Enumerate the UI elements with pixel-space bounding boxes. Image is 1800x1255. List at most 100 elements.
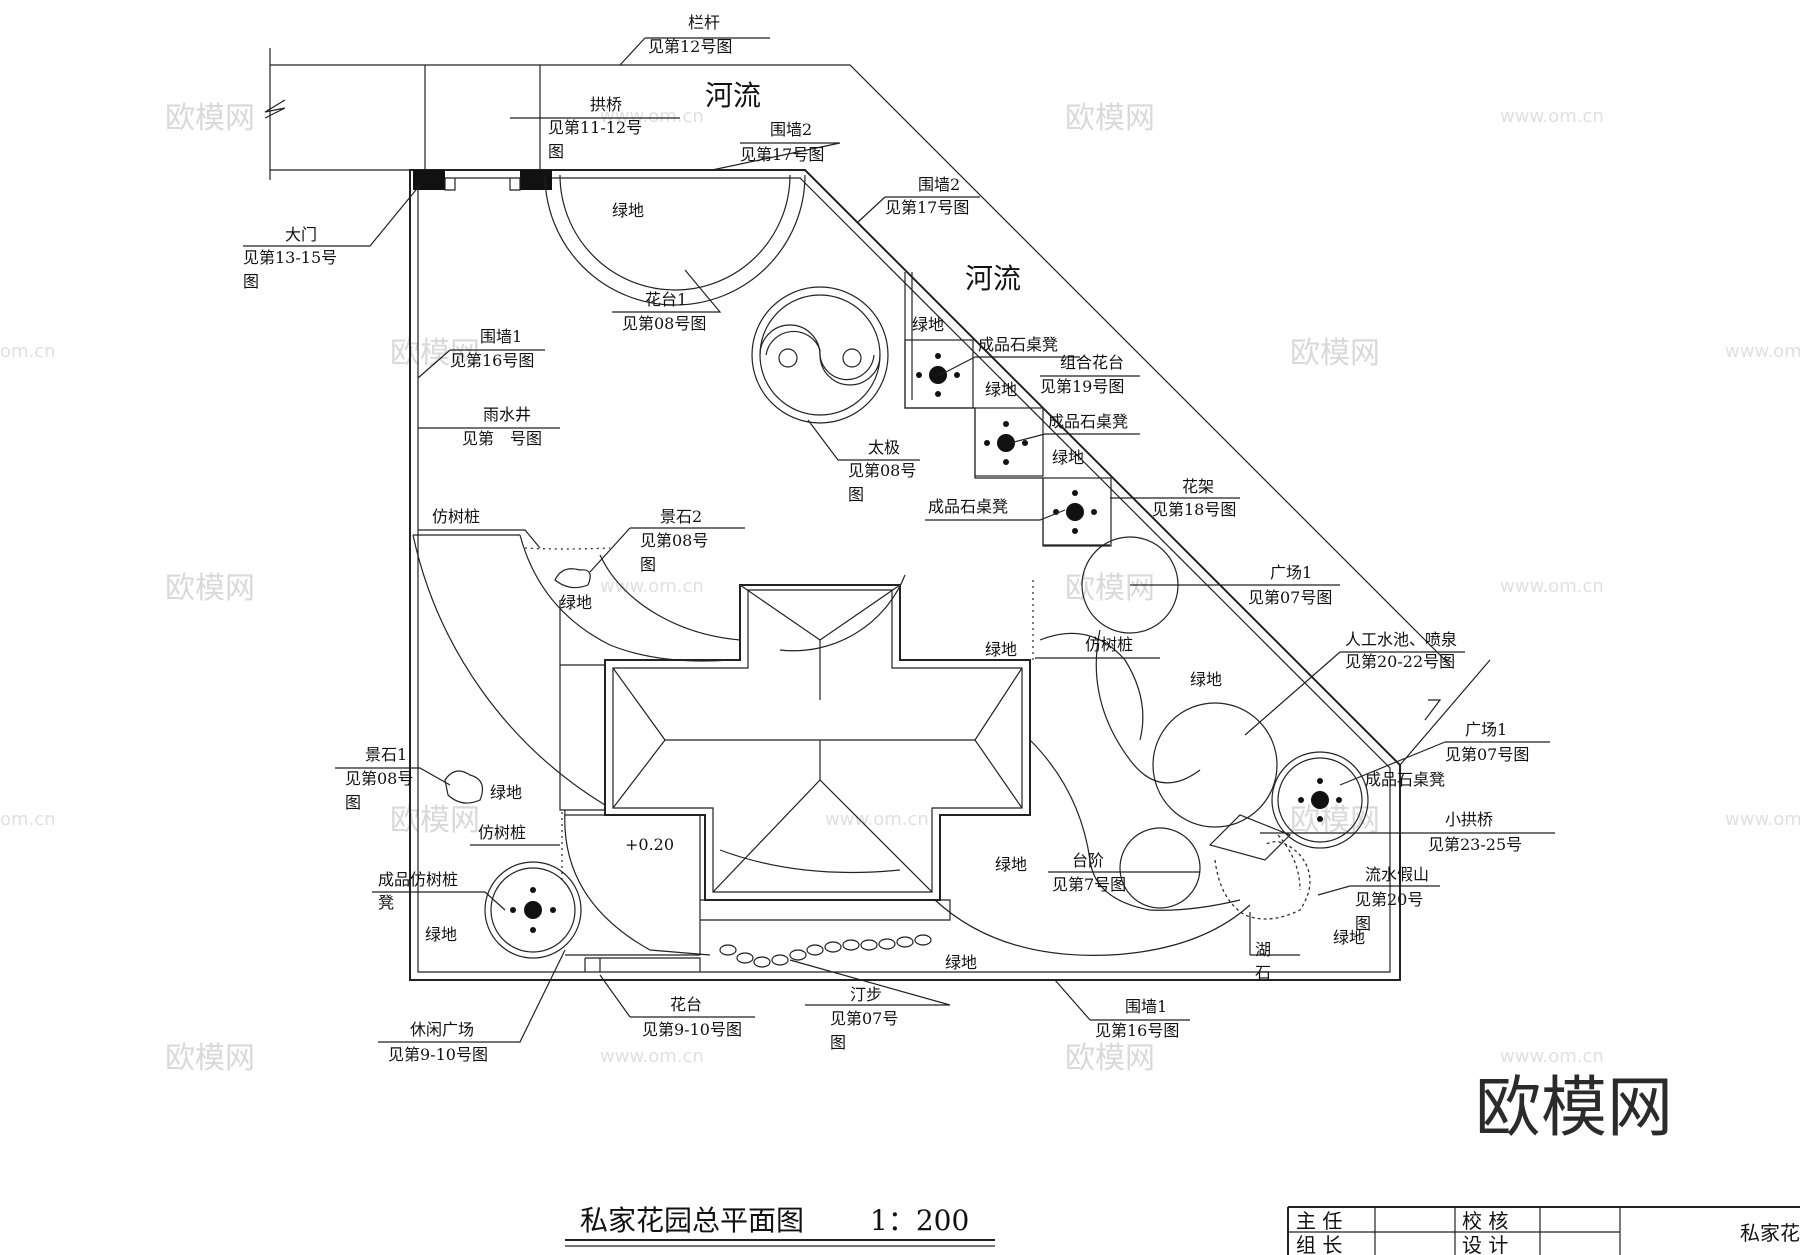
rock-2-label: 景石2 bbox=[660, 507, 702, 526]
stone-table-set bbox=[916, 353, 960, 397]
stone-bench-label: 成品石桌凳 bbox=[1048, 412, 1128, 431]
green-label: 绿地 bbox=[560, 593, 592, 612]
green-label: 绿地 bbox=[985, 640, 1017, 659]
drawing-scale: 1：200 bbox=[870, 1204, 969, 1237]
title-block: 主 任 校 核 组 长 设 计 私家花 bbox=[1287, 1206, 1800, 1255]
rain-well-ref: 见第 号图 bbox=[462, 429, 542, 448]
small-bridge-label: 小拱桥 bbox=[1445, 810, 1493, 829]
stone-bench-label: 成品石桌凳 bbox=[1365, 770, 1445, 789]
taiji-ref: 图 bbox=[848, 485, 864, 504]
arch-bridge-ref: 图 bbox=[548, 142, 564, 161]
trellis-label: 花架 bbox=[1182, 477, 1214, 496]
combo-bed-label: 组合花台 bbox=[1060, 353, 1124, 372]
rockery bbox=[1214, 834, 1311, 920]
flower-bed-ref: 见第9-10号图 bbox=[642, 1020, 742, 1039]
rockery-label: 流水假山 bbox=[1365, 865, 1429, 884]
green-label: 绿地 bbox=[912, 315, 944, 334]
watermark: 欧模网 bbox=[1065, 1041, 1155, 1076]
watermark: 欧模网 bbox=[1290, 803, 1380, 838]
drawing-title: 私家花园总平面图 1：200 bbox=[565, 1204, 995, 1247]
wall-2-label: 围墙2 bbox=[918, 175, 960, 194]
watermark-url: www.om.cn bbox=[1500, 1046, 1604, 1067]
fake-stump-label: 仿树桩 bbox=[1085, 635, 1133, 654]
rock-2-ref: 图 bbox=[640, 555, 656, 574]
wall-2-label: 围墙2 bbox=[770, 120, 812, 139]
watermark-layer: 欧模网 欧模网 欧模网 欧模网 欧模网 欧模网 欧模网 欧模网 欧模网 欧模网 … bbox=[0, 101, 1800, 1076]
rock-1-ref: 见第08号 bbox=[345, 769, 413, 788]
plaza-1-ref: 见第07号图 bbox=[1445, 745, 1529, 764]
stepping-ref: 见第07号 bbox=[830, 1009, 898, 1028]
title-block-review: 校 核 bbox=[1462, 1209, 1508, 1233]
river-label: 河流 bbox=[705, 79, 761, 112]
green-label: 绿地 bbox=[995, 855, 1027, 874]
stump-bench-label: 成品仿树桩 bbox=[378, 870, 458, 889]
stump-bench-circle bbox=[484, 861, 582, 959]
watermark-url: www.om.cn bbox=[600, 106, 704, 127]
rockery-ref: 见第20号 bbox=[1355, 890, 1423, 909]
stump-bench-label: 凳 bbox=[378, 893, 394, 912]
wall-1-label: 围墙1 bbox=[1125, 997, 1167, 1016]
stone-table-set bbox=[984, 421, 1028, 465]
river-label: 河流 bbox=[965, 262, 1021, 295]
stone-bench-terraces bbox=[904, 272, 1112, 547]
watermark: 欧模网 bbox=[165, 1041, 255, 1076]
pond-fountain bbox=[1119, 702, 1369, 909]
wall-1-label: 围墙1 bbox=[480, 327, 522, 346]
drawing-title-text: 私家花园总平面图 bbox=[580, 1204, 804, 1237]
watermark-url: www.om.cn bbox=[600, 1046, 704, 1067]
watermark: 欧模网 bbox=[390, 803, 480, 838]
flower-bed-strip bbox=[584, 957, 701, 972]
gate-label: 大门 bbox=[285, 225, 317, 244]
stone-bench-label: 成品石桌凳 bbox=[928, 497, 1008, 516]
taiji-label: 太极 bbox=[868, 438, 900, 457]
fake-stump-label: 仿树桩 bbox=[478, 823, 526, 842]
arch-bridge-ref: 见第11-12号 bbox=[548, 118, 642, 137]
curved-lawns bbox=[412, 534, 1251, 956]
watermark: 欧模网 bbox=[165, 571, 255, 606]
rock-2-ref: 见第08号 bbox=[640, 531, 708, 550]
green-label: 绿地 bbox=[1052, 448, 1084, 467]
terrace bbox=[565, 814, 951, 956]
arch-bridge-label: 拱桥 bbox=[590, 95, 622, 114]
green-label: 绿地 bbox=[985, 380, 1017, 399]
flower-bed-1-ref: 见第08号图 bbox=[622, 314, 706, 333]
watermark-url: om.cn bbox=[0, 341, 56, 362]
pond-ref: 见第20-22号图 bbox=[1345, 652, 1455, 671]
taiji-symbol bbox=[751, 286, 889, 424]
flower-bed-label: 花台 bbox=[670, 995, 702, 1014]
small-bridge-ref: 见第23-25号 bbox=[1428, 835, 1522, 854]
watermark-url: om.cn bbox=[0, 809, 56, 830]
fake-stump-label: 仿树桩 bbox=[432, 507, 480, 526]
stepping-label: 汀步 bbox=[850, 985, 882, 1004]
title-block-leader: 组 长 bbox=[1296, 1233, 1342, 1255]
green-label: 绿地 bbox=[490, 783, 522, 802]
fake-stump-rows bbox=[524, 547, 1034, 880]
site-boundary bbox=[264, 48, 1491, 981]
leisure-plaza-ref: 见第9-10号图 bbox=[388, 1045, 488, 1064]
watermark-url: www.om.cn bbox=[1725, 341, 1800, 362]
labels: 河流 河流 栏杆 见第12号图 拱桥 见第11-12号 图 围墙2 见第17号图… bbox=[243, 13, 1555, 1064]
title-block-project: 私家花 bbox=[1740, 1221, 1800, 1245]
watermark: 欧模网 bbox=[165, 101, 255, 136]
rockery-ref: 图 bbox=[1355, 914, 1371, 933]
wall-1-ref: 见第16号图 bbox=[1095, 1021, 1179, 1040]
green-label: 绿地 bbox=[612, 201, 644, 220]
watermark-url: www.om.cn bbox=[1500, 576, 1604, 597]
rock-1-ref: 图 bbox=[345, 793, 361, 812]
lake-stone-label: 湖 bbox=[1255, 940, 1271, 959]
rock-1-icon bbox=[444, 770, 483, 804]
combo-bed-ref: 见第19号图 bbox=[1040, 377, 1124, 396]
title-block-design: 设 计 bbox=[1462, 1233, 1508, 1255]
stepping-stones bbox=[719, 934, 932, 968]
title-block-director: 主 任 bbox=[1296, 1209, 1342, 1233]
watermark: 欧模网 bbox=[390, 336, 480, 371]
gate-ref: 见第13-15号 bbox=[243, 248, 337, 267]
gate-post bbox=[520, 170, 552, 190]
plaza-1-ref: 见第07号图 bbox=[1248, 588, 1332, 607]
gate-ref: 图 bbox=[243, 272, 259, 291]
brand-logo-text: 欧模网 bbox=[1475, 1069, 1673, 1146]
rain-well-label: 雨水井 bbox=[483, 405, 531, 424]
gate-post bbox=[413, 170, 445, 190]
rock-2-icon bbox=[554, 568, 591, 589]
